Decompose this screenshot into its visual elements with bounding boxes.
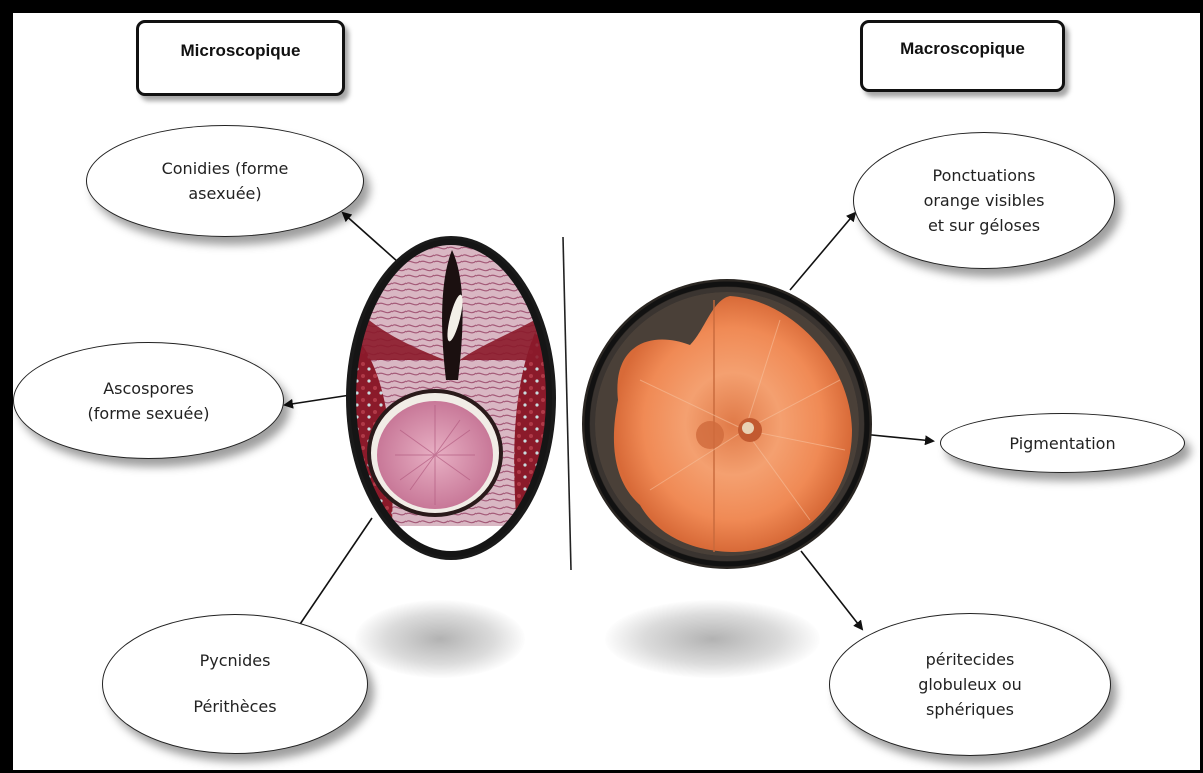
ascospores-line-1: Ascospores — [103, 376, 194, 401]
micrograph-image — [340, 230, 560, 570]
oval-conidies: Conidies (forme asexuée) — [86, 125, 364, 237]
oval-peritecides: péritecides globuleux ou sphériques — [829, 613, 1111, 756]
peritecides-line-2: globuleux ou — [918, 672, 1022, 697]
oval-ascospores: Ascospores (forme sexuée) — [13, 342, 284, 459]
pycnides-line-1: Pycnides — [200, 638, 271, 684]
arrow-to-ponctuations — [790, 213, 855, 290]
peritecides-line-3: sphériques — [926, 697, 1014, 722]
ponctuations-line-1: Ponctuations — [932, 163, 1035, 188]
ponctuations-line-2: orange visibles — [924, 188, 1045, 213]
ponctuations-line-3: et sur géloses — [928, 213, 1040, 238]
pigmentation-label: Pigmentation — [1009, 431, 1115, 456]
pycnides-line-2: Périthèces — [193, 684, 276, 730]
arrow-to-pycnides — [292, 518, 372, 636]
arrow-to-peritecides — [801, 551, 862, 629]
conidies-line-1: Conidies (forme — [162, 156, 289, 181]
conidies-line-2: asexuée) — [188, 181, 261, 206]
oval-pycnides: Pycnides Périthèces — [102, 614, 368, 754]
divider-line — [563, 237, 571, 570]
oval-pigmentation: Pigmentation — [940, 413, 1185, 473]
petri-dish-image — [582, 279, 872, 569]
peritecides-line-1: péritecides — [926, 647, 1015, 672]
arrow-to-pigmentation — [862, 434, 933, 441]
oval-ponctuations: Ponctuations orange visibles et sur gélo… — [853, 132, 1115, 269]
arrow-to-conidies — [343, 213, 398, 262]
ascospores-line-2: (forme sexuée) — [88, 401, 210, 426]
